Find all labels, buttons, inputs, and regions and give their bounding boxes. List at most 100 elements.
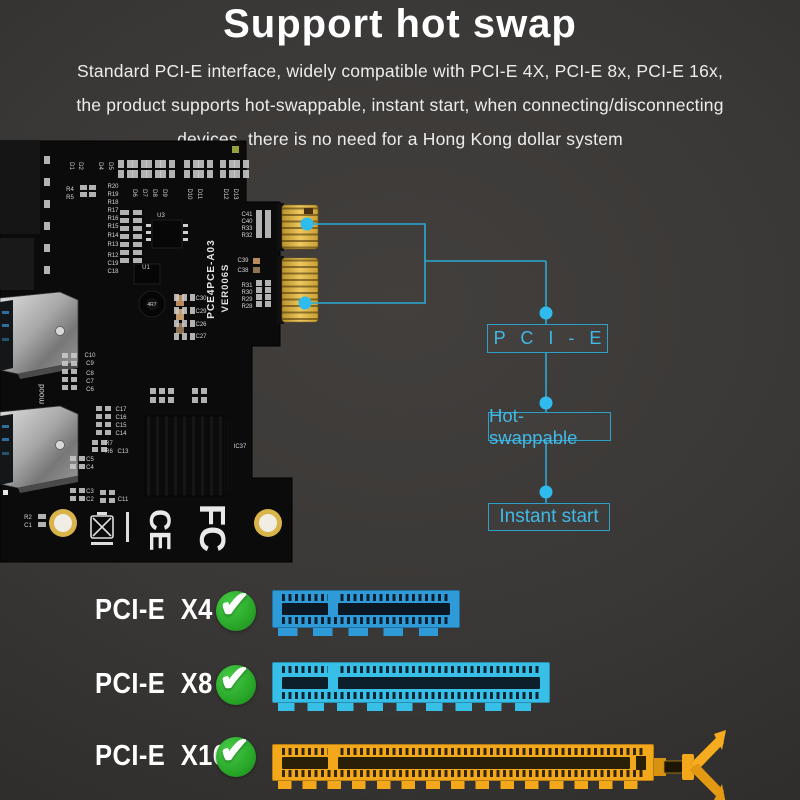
weee-icon xyxy=(90,512,114,545)
solder-pad xyxy=(80,185,87,190)
silkscreen-label: R16 xyxy=(107,216,119,222)
solder-pad xyxy=(105,406,111,411)
silkscreen-label: R13 xyxy=(107,242,119,248)
silkscreen-label: D1 xyxy=(68,162,74,170)
silkscreen-label: R14 xyxy=(107,233,119,239)
compat-row-x4: PCI-E X4 ✔ xyxy=(0,584,800,666)
silkscreen-label: R18 xyxy=(107,200,119,206)
solder-pad xyxy=(182,294,187,301)
solder-pad xyxy=(220,160,226,168)
solder-pad xyxy=(120,226,129,231)
solder-pad xyxy=(120,250,129,255)
solder-pad xyxy=(265,210,271,217)
solder-pad xyxy=(89,185,96,190)
row-label-x4: PCI-E X4 xyxy=(95,594,213,626)
solder-pad xyxy=(150,388,156,394)
solder-pad xyxy=(182,320,187,327)
silkscreen-label: C14 xyxy=(115,431,127,437)
solder-pad xyxy=(141,160,147,168)
solder-pad xyxy=(96,422,102,427)
solder-pad xyxy=(101,447,107,452)
pcb-model-text: PCE4PCE-A03 xyxy=(206,239,217,318)
silkscreen-label: C9 xyxy=(86,361,94,367)
silkscreen-label: mood xyxy=(37,384,46,404)
silkscreen-label: C16 xyxy=(115,415,127,421)
mounting-hole xyxy=(49,509,77,537)
silkscreen-label: C4 xyxy=(86,465,94,471)
solder-pads xyxy=(38,156,271,527)
solder-pad xyxy=(234,160,240,168)
ic-chip xyxy=(146,219,188,249)
silkscreen-label: R15 xyxy=(107,224,119,230)
solder-pad xyxy=(133,258,142,263)
mounting-hole xyxy=(254,509,282,537)
silkscreen-label: C10 xyxy=(84,353,96,359)
solder-pad xyxy=(80,192,87,197)
solder-pad xyxy=(184,160,190,168)
solder-pad xyxy=(192,397,198,403)
description-line: the product supports hot-swappable, inst… xyxy=(76,95,724,115)
silkscreen-label: C30 xyxy=(195,296,207,302)
solder-pad xyxy=(38,522,46,527)
solder-pad xyxy=(92,440,98,445)
solder-pad xyxy=(79,488,85,493)
silkscreen-label: R7 xyxy=(105,441,113,447)
solder-pad xyxy=(207,160,213,168)
solder-pad xyxy=(146,170,152,178)
row-label-x8: PCI-E X8 xyxy=(95,668,213,700)
solder-pad xyxy=(133,234,142,239)
solder-pad xyxy=(256,217,262,224)
pcie-x16-slot-illustration xyxy=(272,730,726,800)
solder-pad xyxy=(168,388,174,394)
solder-pad xyxy=(190,294,195,301)
silkscreen-label: D8 xyxy=(151,189,157,197)
solder-pad xyxy=(71,369,77,374)
solder-pad xyxy=(265,231,271,238)
solder-pad xyxy=(193,160,199,168)
solder-pad xyxy=(70,496,76,501)
silkscreen-label: R31 xyxy=(241,283,253,289)
solder-pad xyxy=(44,222,50,230)
description: Standard PCI-E interface, widely compati… xyxy=(0,54,800,156)
silkscreen-label: C5 xyxy=(86,457,94,463)
solder-pad xyxy=(198,170,204,178)
check-icon: ✔ xyxy=(216,658,256,705)
solder-pad xyxy=(169,170,175,178)
silkscreen-label: C27 xyxy=(195,334,207,340)
solder-pad xyxy=(132,160,138,168)
compat-row-x8: PCI-E X8 ✔ xyxy=(0,658,800,738)
silkscreen-label: R4 xyxy=(66,187,74,193)
pcb-version-text: VER006S xyxy=(220,264,231,313)
silkscreen-label: C8 xyxy=(86,371,94,377)
solder-pad xyxy=(38,514,46,519)
page-title: Support hot swap xyxy=(223,2,577,46)
solder-pad xyxy=(229,170,235,178)
silkscreen-label: C19 xyxy=(107,261,119,267)
ic-chip xyxy=(133,263,161,285)
silkscreen-label: R5 xyxy=(66,195,74,201)
solder-pad xyxy=(182,333,187,340)
silkscreen-label: R2 xyxy=(24,515,32,521)
solder-pad xyxy=(160,170,166,178)
solder-pad xyxy=(207,170,213,178)
solder-pad xyxy=(133,250,142,255)
silkscreen-label: D13 xyxy=(232,188,238,200)
silkscreen-label: D4 xyxy=(97,162,103,170)
solder-pad xyxy=(146,160,152,168)
capacitor-block xyxy=(0,140,40,234)
solder-pad xyxy=(44,244,50,252)
solder-pad xyxy=(174,320,179,327)
pcie-x1-edge-connector xyxy=(277,203,319,251)
solder-pad xyxy=(118,160,124,168)
solder-pad xyxy=(201,388,207,394)
description-line: devices, there is no need for a Hong Kon… xyxy=(177,129,623,149)
solder-pad xyxy=(79,496,85,501)
silkscreen-label: C26 xyxy=(195,322,207,328)
solder-pad xyxy=(265,287,271,293)
silkscreen-label: D2 xyxy=(77,162,83,170)
silkscreen-label: C2 xyxy=(86,497,94,503)
solder-pad xyxy=(169,160,175,168)
solder-pad xyxy=(71,361,77,366)
solder-pad xyxy=(190,333,195,340)
silkscreen-label: U1 xyxy=(142,265,150,271)
